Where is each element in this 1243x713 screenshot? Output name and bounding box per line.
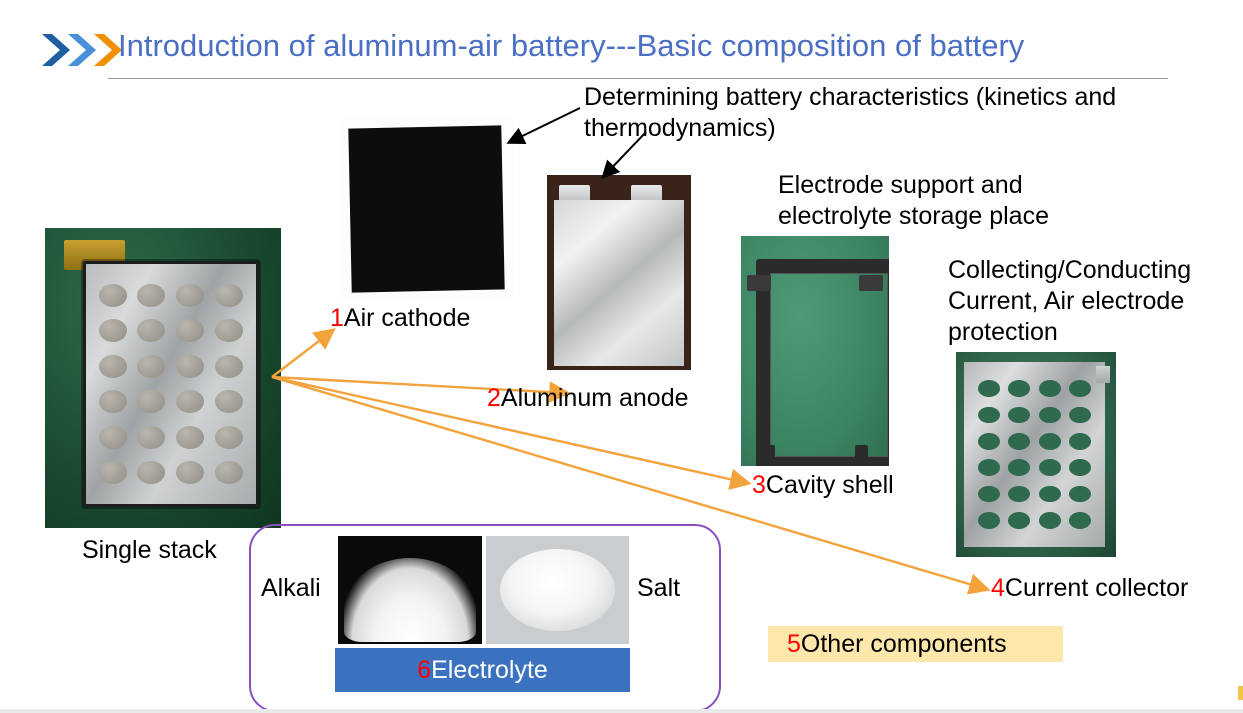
collector-hole — [977, 380, 1000, 398]
cathode-note: Determining battery characteristics (kin… — [584, 83, 1117, 142]
page-title: Introduction of aluminum-air battery---B… — [118, 28, 1025, 63]
alkali-label: Alkali — [261, 574, 321, 602]
collector-hole — [1008, 406, 1031, 424]
edge-sliver — [1238, 686, 1243, 700]
component-number-5: 5 — [787, 630, 801, 658]
collector-hole — [1038, 432, 1061, 450]
component-number-3: 3 — [752, 471, 766, 499]
collector-hole — [1008, 459, 1031, 477]
component-number-1: 1 — [330, 304, 344, 332]
stack-hole — [98, 390, 127, 414]
collector-hole — [1068, 485, 1091, 503]
stack-hole — [98, 461, 127, 485]
component-label-2: 2Aluminum anode — [487, 383, 689, 414]
battery-stack-photo — [45, 228, 281, 528]
component-text-5: Other components — [800, 630, 1007, 658]
stack-hole — [98, 425, 127, 449]
current-collector-photo — [956, 352, 1116, 557]
stack-hole — [214, 354, 243, 378]
stack-hole — [176, 283, 205, 307]
component-label-1: 1Air cathode — [330, 303, 470, 334]
collector-tab — [1096, 365, 1111, 383]
anode-tab-left — [558, 184, 591, 205]
stack-hole-grid — [94, 278, 247, 489]
stack-hole — [137, 319, 166, 343]
collector-hole — [1008, 432, 1031, 450]
stack-hole — [137, 354, 166, 378]
collector-hole-grid — [975, 377, 1093, 532]
salt-label: Salt — [637, 574, 681, 602]
collector-hole — [1008, 511, 1031, 529]
component-number-4: 4 — [991, 574, 1005, 602]
stack-hole — [137, 461, 166, 485]
component-label-3: 3Cavity shell — [752, 470, 894, 501]
component-text-6: Electrolyte — [431, 656, 548, 684]
collector-hole — [977, 485, 1000, 503]
collector-hole — [1008, 380, 1031, 398]
component-text-3: Cavity shell — [765, 471, 894, 499]
cavity-ear-left — [746, 275, 771, 292]
collector-hole — [1068, 432, 1091, 450]
stack-hole — [176, 425, 205, 449]
component-label-6: 6Electrolyte — [335, 648, 630, 692]
stack-hole — [98, 283, 127, 307]
collector-hole — [1038, 459, 1061, 477]
cavity-shell-photo — [741, 236, 889, 466]
stack-hole — [176, 319, 205, 343]
stack-hole — [137, 283, 166, 307]
collector-hole — [1038, 485, 1061, 503]
cavity-note: Electrode support and electrolyte storag… — [778, 171, 1049, 230]
collector-hole — [977, 432, 1000, 450]
title-divider — [108, 78, 1168, 79]
stack-hole — [214, 283, 243, 307]
arrow-fan-1 — [271, 328, 336, 378]
bottom-strip — [0, 709, 1243, 713]
cavity-foot-left — [761, 445, 776, 460]
collector-hole — [1068, 406, 1091, 424]
collector-hole — [1068, 380, 1091, 398]
stack-hole — [214, 319, 243, 343]
cavity-foot-right — [854, 445, 869, 460]
collector-hole — [977, 459, 1000, 477]
collector-hole — [1038, 406, 1061, 424]
component-number-2: 2 — [487, 384, 501, 412]
stack-hole — [176, 390, 205, 414]
stack-hole — [137, 390, 166, 414]
stack-hole — [214, 461, 243, 485]
collector-hole — [1038, 511, 1061, 529]
component-text-1: Air cathode — [343, 304, 471, 332]
component-number-6: 6 — [417, 656, 432, 684]
cavity-ear-right — [859, 275, 884, 292]
stack-metal-plate — [82, 261, 259, 507]
stack-hole — [98, 354, 127, 378]
collector-hole — [1068, 459, 1091, 477]
collector-hole — [1008, 485, 1031, 503]
arrow-to-air-cathode — [506, 107, 581, 144]
aluminum-anode-photo — [547, 175, 691, 370]
component-label-4: 4Current collector — [991, 573, 1188, 604]
single-stack-label: Single stack — [82, 536, 217, 564]
collector-hole — [977, 511, 1000, 529]
collector-metal-plate — [964, 362, 1111, 547]
stack-hole — [214, 425, 243, 449]
air-cathode-photo — [340, 118, 514, 300]
stack-hole — [214, 390, 243, 414]
collector-hole — [1068, 511, 1091, 529]
stack-hole — [176, 354, 205, 378]
component-text-2: Aluminum anode — [500, 384, 689, 412]
anode-metal-sheet — [554, 200, 684, 367]
anode-tab-right — [630, 184, 663, 205]
cathode-black-sheet — [348, 125, 506, 293]
collector-hole — [977, 406, 1000, 424]
collector-hole — [1038, 380, 1061, 398]
stack-hole — [176, 461, 205, 485]
stack-hole — [98, 319, 127, 343]
stack-hole — [137, 425, 166, 449]
chevron-triple-icon — [40, 30, 126, 70]
collector-note: Collecting/Conducting Current, Air elect… — [948, 256, 1192, 346]
component-text-4: Current collector — [1004, 574, 1189, 602]
component-label-5: 5Other components — [768, 626, 1063, 662]
